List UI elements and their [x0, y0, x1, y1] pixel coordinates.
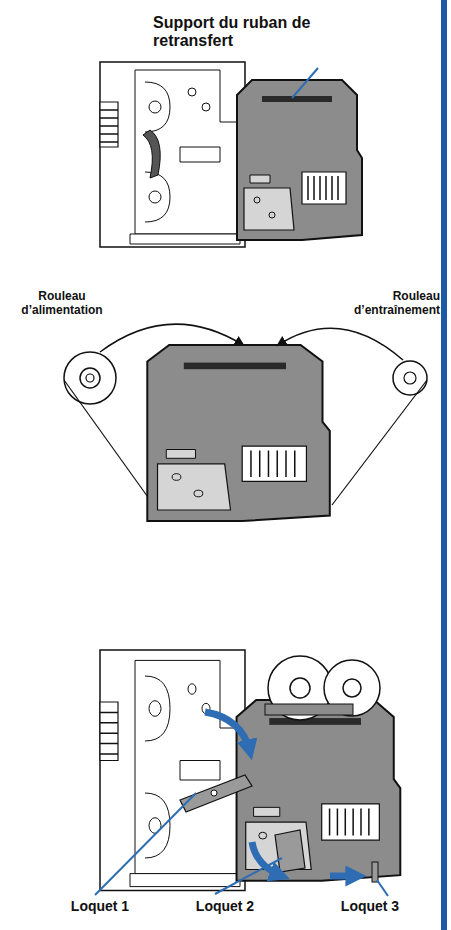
- latch-name: Loquet 3: [325, 898, 415, 914]
- ribbon-cassette: [237, 80, 362, 240]
- latch: [180, 775, 252, 812]
- latch: [372, 862, 378, 882]
- leader-line: [377, 880, 388, 896]
- leader-line: [215, 858, 282, 894]
- ribbon-cassette: [147, 345, 330, 521]
- ribbon-path: [64, 380, 150, 500]
- take-up-roll: [393, 361, 427, 395]
- side-band: [441, 0, 447, 930]
- latch-name: Loquet 1: [55, 898, 145, 914]
- latch: [275, 830, 305, 872]
- printer-frame: [100, 62, 245, 247]
- part-name: Rouleau d’entraînement: [345, 290, 440, 318]
- latch-name: Loquet 2: [180, 898, 270, 914]
- ribbon-path: [332, 380, 427, 505]
- loading-arrow: [100, 324, 243, 352]
- motion-arrow: [330, 873, 358, 880]
- printer-frame: [100, 650, 245, 891]
- leader-line: [292, 68, 318, 98]
- ribbon-cassette: [237, 700, 401, 881]
- part-name: Support du ruban de retransfert: [153, 14, 313, 51]
- leader-line: [95, 793, 196, 895]
- ribbon-rolls: [265, 656, 380, 720]
- latch: [211, 790, 217, 796]
- motion-arrow: [205, 712, 250, 752]
- loading-arrow: [278, 328, 403, 360]
- supply-roll: [64, 352, 116, 404]
- part-name: Rouleau d’alimentation: [12, 290, 112, 318]
